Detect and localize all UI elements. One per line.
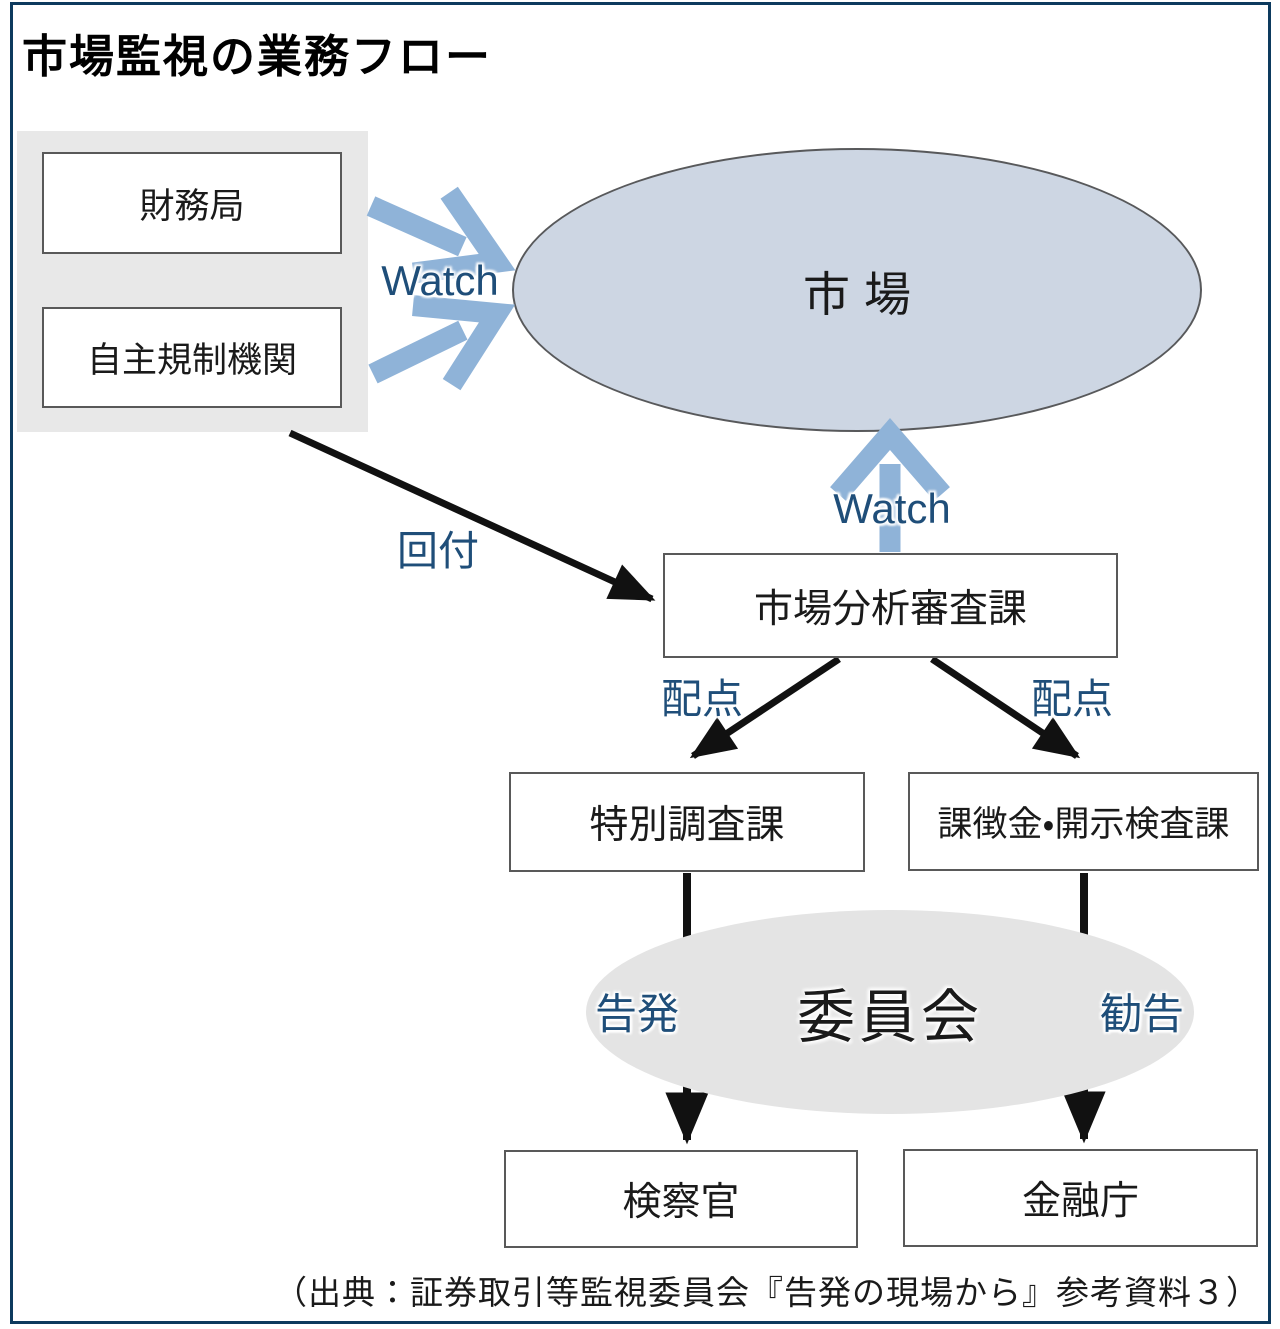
accusation-label: 告発 [594,990,680,1038]
node-committee: 委員会 [586,910,1194,1114]
assignment-label-right: 配点 [1031,676,1113,722]
assignment-label-left: 配点 [661,676,743,722]
source-caption: （出典：証券取引等監視委員会『告発の現場から』参考資料３） [274,1274,1260,1311]
node-special-investigation-division: 特別調査課 [509,772,865,872]
node-self-regulatory-org: 自主規制機関 [42,307,342,408]
page-title: 市場監視の業務フロー [22,31,493,82]
referral-label: 回付 [397,528,479,574]
watch-label-left: Watch [381,257,499,304]
node-market-analysis-division: 市場分析審査課 [663,553,1118,658]
watch-label-up: Watch [833,485,951,532]
recommendation-label: 勧告 [1099,990,1185,1038]
node-surcharge-disclosure-division: 課徴金・開示検査課 [908,772,1259,871]
node-market: 市場 [512,148,1202,432]
node-finance-bureau: 財務局 [42,152,342,254]
node-prosecutor: 検察官 [504,1150,858,1248]
node-fsa: 金融庁 [903,1149,1258,1247]
